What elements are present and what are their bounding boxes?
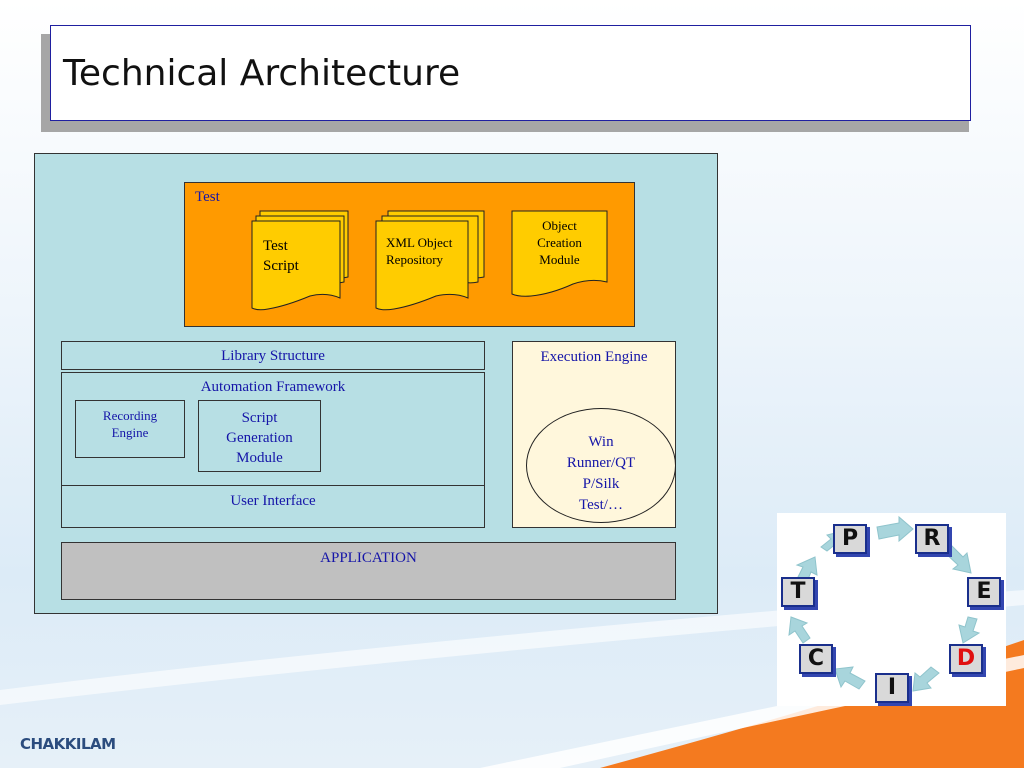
brand-logo: CHAKKILAM (20, 735, 116, 753)
test-script-doc-icon (251, 210, 349, 311)
tools-line-2: Runner/QT (566, 455, 636, 471)
automation-framework-label: Automation Framework (200, 379, 346, 395)
predict-letter-i: I (875, 673, 909, 703)
recording-engine-box: Recording Engine (75, 400, 185, 458)
library-structure-box: Library Structure (61, 341, 485, 370)
execution-engine-label: Execution Engine (540, 349, 648, 365)
test-script-line-1: Test (263, 238, 288, 254)
script-generation-line-3: Module (236, 450, 283, 466)
xml-repository-line-2: Repository (386, 252, 444, 267)
script-generation-line-2: Generation (226, 430, 293, 446)
predict-cycle-logo: P R E D I C T (777, 513, 1006, 706)
object-creation-line-2: Creation (537, 235, 582, 250)
predict-letter-c: C (799, 644, 833, 674)
script-generation-label: Script Generation Module (199, 408, 320, 468)
tools-line-4: Test/… (579, 497, 623, 513)
application-label: APPLICATION (320, 550, 417, 566)
xml-repository-line-1: XML Object (386, 235, 453, 250)
recording-engine-line-2: Engine (111, 425, 149, 440)
predict-letter-t: T (781, 577, 815, 607)
object-creation-doc-icon (511, 210, 608, 297)
tools-ellipse: Win Runner/QT P/Silk Test/… (526, 408, 676, 523)
tools-label: Win Runner/QT P/Silk Test/… (527, 432, 675, 516)
library-structure-label: Library Structure (221, 348, 325, 364)
tools-line-1: Win (588, 434, 614, 450)
object-creation-line-1: Object (542, 218, 577, 233)
test-script-line-2: Script (263, 258, 299, 274)
page-title: Technical Architecture (63, 53, 461, 94)
test-group-label: Test (195, 189, 220, 205)
object-creation-label: Object Creation Module (512, 217, 607, 268)
predict-letter-r: R (915, 524, 949, 554)
recording-engine-line-1: Recording (102, 408, 158, 423)
object-creation-line-3: Module (539, 252, 580, 267)
predict-letter-d: D (949, 644, 983, 674)
predict-letter-p: P (833, 524, 867, 554)
application-box: APPLICATION (61, 542, 676, 600)
predict-letter-e: E (967, 577, 1001, 607)
script-generation-box: Script Generation Module (198, 400, 321, 472)
user-interface-divider (61, 485, 485, 486)
test-script-label: Test Script (263, 236, 299, 276)
xml-repository-doc-icon (375, 210, 485, 311)
title-box: Technical Architecture (50, 25, 971, 121)
xml-repository-label: XML Object Repository (386, 234, 452, 268)
tools-line-3: P/Silk (582, 476, 620, 492)
script-generation-line-1: Script (241, 410, 278, 426)
user-interface-label: User Interface (230, 493, 316, 509)
recording-engine-label: Recording Engine (76, 407, 184, 441)
